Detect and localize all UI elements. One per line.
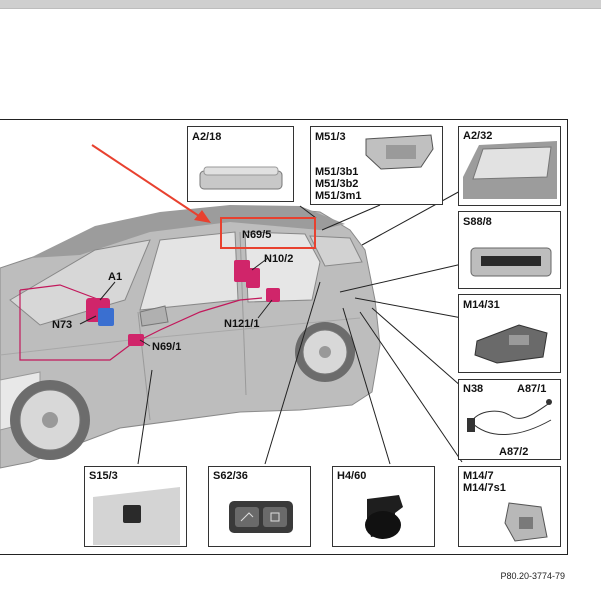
box-m14-7: M14/7 M14/7s1 (458, 466, 561, 547)
box-s62-36: S62/36 (208, 466, 311, 547)
box-a2-32: A2/32 (458, 126, 561, 206)
figure-reference: P80.20-3774-79 (500, 571, 565, 581)
box-m51-3: M51/3 M51/3b1 M51/3b2 M51/3m1 (310, 126, 443, 205)
box-h4-60: H4/60 (332, 466, 435, 547)
red-arrow (92, 145, 202, 218)
label-m51-3b2: M51/3b2 (315, 178, 358, 190)
box-s88-8: S88/8 (458, 211, 561, 289)
callout-n121-1: N121/1 (224, 318, 259, 330)
label-a87-1: A87/1 (517, 383, 546, 395)
module-n73 (98, 308, 114, 326)
box-n38-a87: N38 A87/1 A87/2 (458, 379, 561, 460)
box-m14-31: M14/31 (458, 294, 561, 373)
label-s88-8: S88/8 (463, 216, 492, 228)
module-n121-1 (266, 288, 280, 302)
module-n10-2 (246, 268, 260, 288)
label-m14-7s1: M14/7s1 (463, 482, 506, 494)
label-m14-7: M14/7 (463, 470, 494, 482)
box-a2-18: A2/18 (187, 126, 294, 202)
callout-n73: N73 (52, 319, 72, 331)
callout-n10-2: N10/2 (264, 253, 293, 265)
callout-n69-5: N69/5 (242, 229, 271, 241)
label-m51-3m1: M51/3m1 (315, 190, 361, 202)
callout-n69-1: N69/1 (152, 341, 181, 353)
label-m14-31: M14/31 (463, 299, 500, 311)
box-s15-3: S15/3 (84, 466, 187, 547)
label-a2-18: A2/18 (192, 131, 221, 143)
label-h4-60: H4/60 (337, 470, 366, 482)
label-m51-3: M51/3 (315, 131, 346, 143)
label-m51-3b1: M51/3b1 (315, 166, 358, 178)
label-s15-3: S15/3 (89, 470, 118, 482)
callout-a1: A1 (108, 271, 122, 283)
label-a2-32: A2/32 (463, 130, 492, 142)
label-n38: N38 (463, 383, 483, 395)
label-s62-36: S62/36 (213, 470, 248, 482)
label-a87-2: A87/2 (499, 446, 528, 458)
module-n69-1 (128, 334, 144, 346)
